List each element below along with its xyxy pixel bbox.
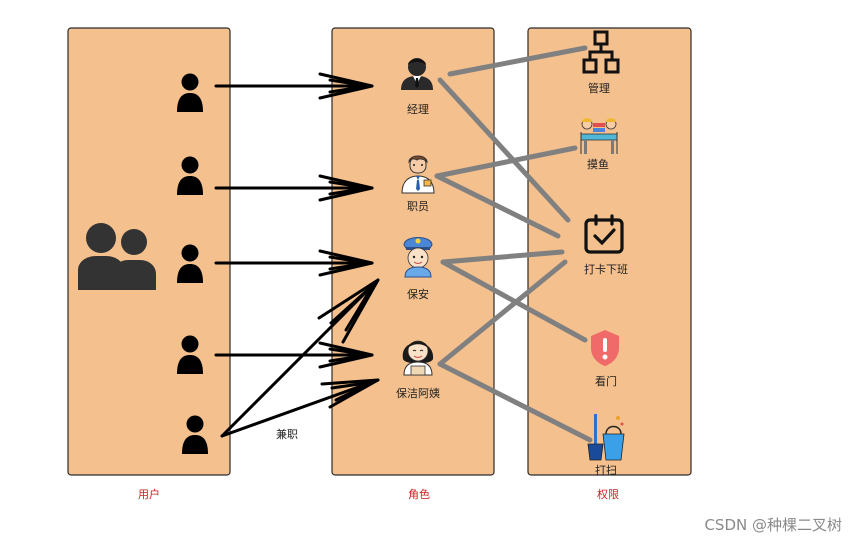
role-label-guard: 保安 xyxy=(407,287,429,301)
watermark: CSDN @种棵二叉树 xyxy=(704,516,842,534)
shield-alert-icon xyxy=(591,330,619,366)
manager-icon xyxy=(401,58,433,90)
line-staff-slack xyxy=(434,145,578,179)
arrow-user4-cleaner xyxy=(214,341,374,369)
permissions-column-label: 权限 xyxy=(597,488,619,501)
roles-column-label: 角色 xyxy=(408,487,430,501)
role-label-cleaner: 保洁阿姨 xyxy=(396,386,440,400)
permission-lines xyxy=(434,45,593,443)
office-worker-icon xyxy=(401,155,435,194)
meeting-table-icon xyxy=(580,118,618,154)
permission-label-clock: 打卡下班 xyxy=(584,262,628,276)
permission-label-slack: 摸鱼 xyxy=(587,157,609,171)
part-time-label: 兼职 xyxy=(276,428,298,441)
line-staff-clock xyxy=(434,173,561,239)
user-role-arrows xyxy=(214,72,380,438)
arrow-user5-cleaner xyxy=(220,378,380,438)
calendar-check-icon xyxy=(584,214,624,254)
broom-bucket-icon xyxy=(587,414,625,461)
line-cleaner-clean xyxy=(437,361,593,443)
line-cleaner-clock xyxy=(437,259,568,367)
cleaning-lady-icon xyxy=(402,340,434,376)
arrow-user5-guard xyxy=(220,278,380,438)
role-label-staff: 职员 xyxy=(407,200,429,213)
line-manager-manage xyxy=(447,45,588,77)
arrow-user2-staff xyxy=(214,174,374,202)
arrow-user1-manager xyxy=(214,72,374,100)
line-guard-clock xyxy=(440,249,565,265)
permission-label-clean: 打扫 xyxy=(595,463,617,477)
security-guard-icon xyxy=(403,237,433,278)
users-panel xyxy=(67,27,231,476)
line-manager-clock xyxy=(437,77,571,223)
permission-label-manage: 管理 xyxy=(588,81,610,95)
permission-label-watch: 看门 xyxy=(595,374,617,388)
arrow-user3-guard xyxy=(214,249,374,277)
users-column-label: 用户 xyxy=(138,487,160,501)
org-chart-icon xyxy=(582,30,620,74)
role-label-manager: 经理 xyxy=(407,103,429,116)
user-group-icon xyxy=(78,223,156,290)
